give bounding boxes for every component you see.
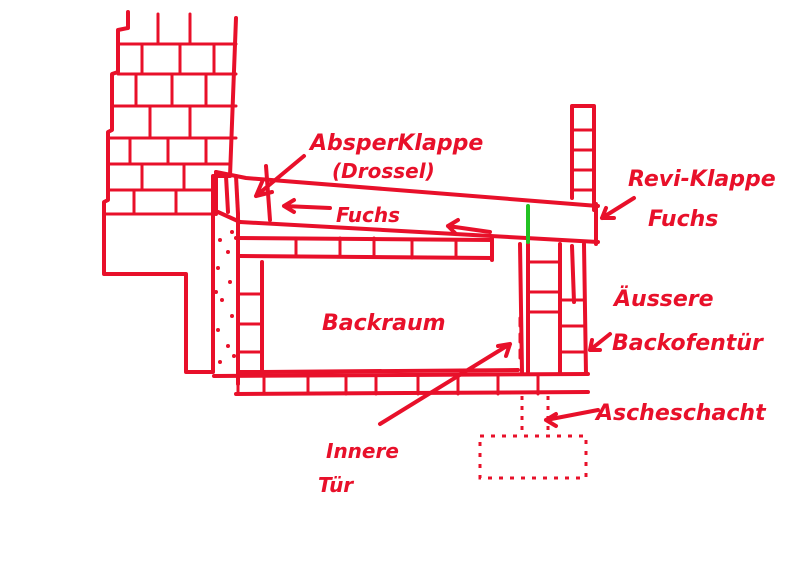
insulation-fill [214, 212, 240, 386]
front-wall [526, 242, 588, 376]
oven-floor [212, 372, 590, 396]
ascheschacht-shaft [478, 396, 588, 480]
left-chimney [102, 10, 238, 374]
label-revi-fuchs: Fuchs [648, 207, 718, 232]
label-innere: Innere [326, 439, 399, 463]
label-aeussere: Äussere [612, 286, 714, 312]
right-chimney [570, 104, 596, 212]
fuchs-channel [214, 164, 600, 246]
label-revi-klappe: Revi-Klappe [628, 167, 776, 192]
label-absperrklappe: AbsperKlappe [308, 131, 483, 156]
backraum-chamber [238, 242, 524, 374]
label-backraum: Backraum [322, 311, 446, 336]
label-backofentuer: Backofentür [612, 331, 764, 356]
label-ascheschacht: Ascheschacht [594, 401, 767, 426]
chamber-top-wall [234, 236, 494, 262]
label-fuchs: Fuchs [336, 203, 400, 227]
arrows [254, 154, 636, 428]
label-drossel: (Drossel) [332, 159, 435, 183]
label-tuer: Tür [318, 473, 354, 497]
